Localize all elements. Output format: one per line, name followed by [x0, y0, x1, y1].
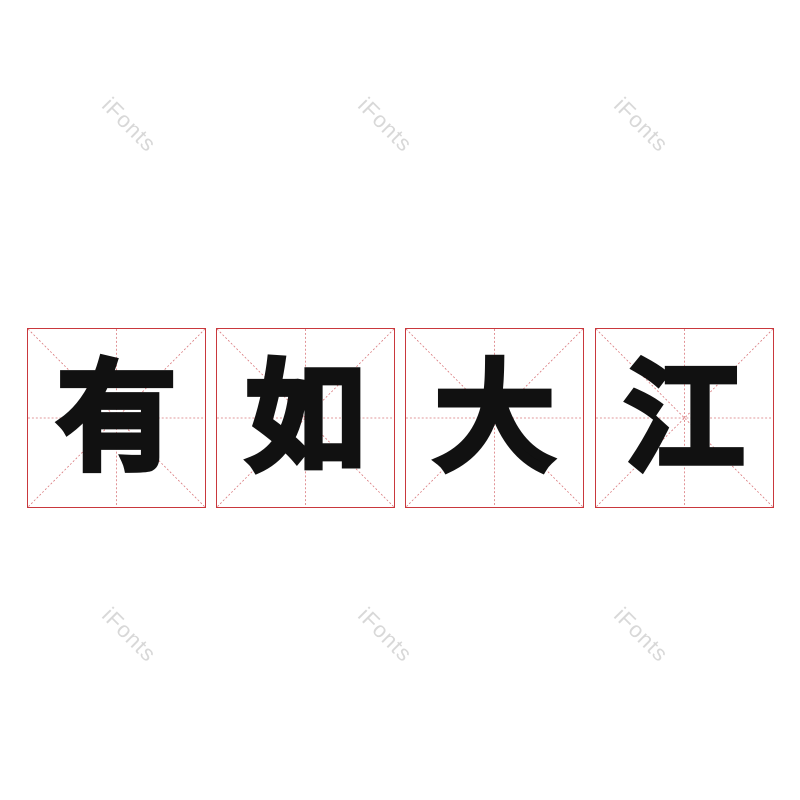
watermark-text: iFonts [97, 602, 162, 667]
character-glyph: 如 [243, 349, 367, 487]
rice-grid-guides [28, 329, 205, 507]
watermark-text: iFonts [609, 602, 674, 667]
watermark-text: iFonts [353, 602, 418, 667]
rice-grid-guides [406, 329, 583, 507]
watermark-text: iFonts [97, 92, 162, 157]
character-tile: 如 [216, 328, 395, 508]
rice-grid-guides [596, 329, 773, 507]
character-glyph: 大 [432, 349, 556, 487]
rice-grid-guides [217, 329, 394, 507]
character-glyph: 有 [54, 349, 178, 487]
watermark-text: iFonts [353, 92, 418, 157]
character-glyph: 江 [622, 349, 746, 487]
character-grid-row: 有 如 大 [27, 328, 775, 510]
watermark-text: iFonts [609, 92, 674, 157]
character-tile: 江 [595, 328, 774, 508]
character-tile: 有 [27, 328, 206, 508]
character-tile: 大 [405, 328, 584, 508]
